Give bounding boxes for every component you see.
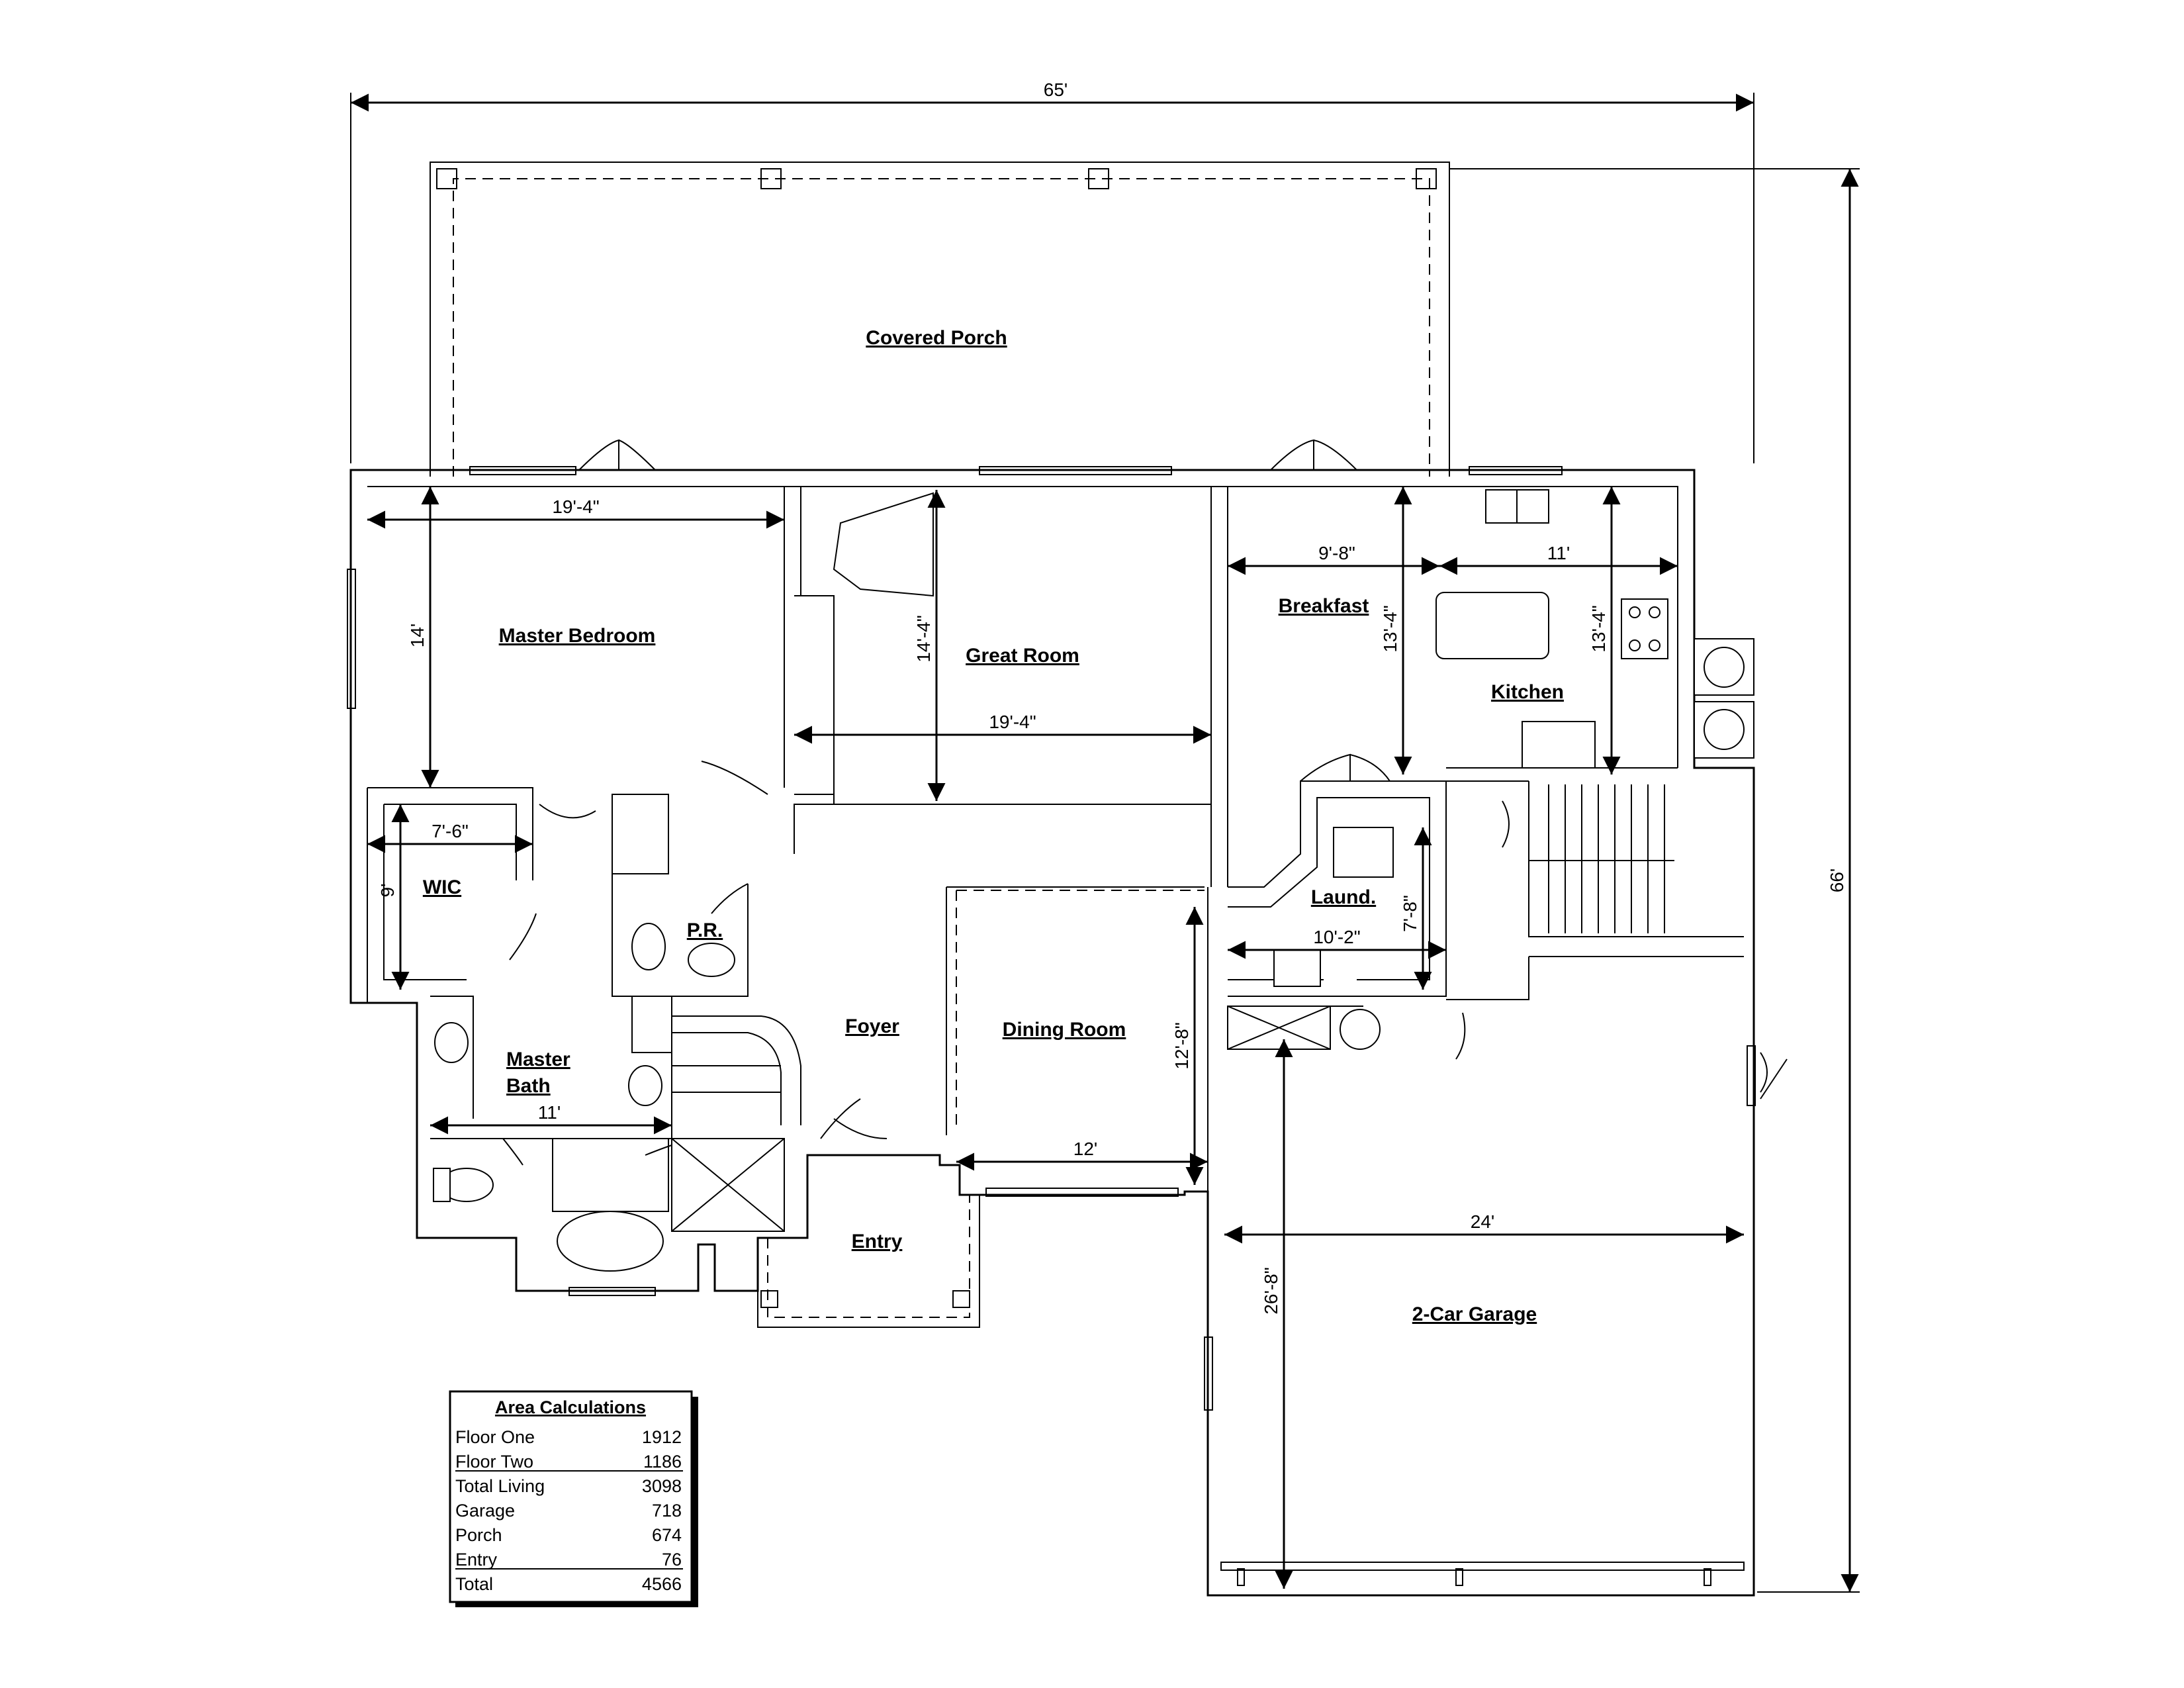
kitchen-island-icon: [1435, 592, 1549, 659]
breakfast-width-dimension: 9'-8": [1318, 543, 1355, 563]
room-label-garage: 2-Car Garage: [1412, 1303, 1537, 1325]
great-room-depth-dimension: 14'-4": [913, 615, 934, 662]
room-label-dining-room: Dining Room: [1003, 1019, 1126, 1041]
garage-width-dimension: 24': [1471, 1211, 1495, 1232]
room-label-entry: Entry: [852, 1231, 903, 1252]
area-row-value: 1186: [643, 1452, 682, 1472]
refrigerator-icon: [1522, 721, 1596, 769]
doors: [502, 439, 1788, 1166]
area-row-value: 1912: [642, 1427, 682, 1447]
bath-sink-icon: [434, 1022, 469, 1063]
room-label-laund: Laund.: [1311, 886, 1376, 908]
laundry-machine-icon: [1333, 827, 1394, 878]
master-bath-width-dimension: 11': [538, 1102, 561, 1123]
bathtub-icon: [557, 1211, 664, 1272]
room-label-kitchen: Kitchen: [1491, 681, 1564, 703]
laund-width-dimension: 10'-2": [1313, 927, 1360, 947]
covered-porch-outline: [430, 162, 1450, 477]
area-table-title: Area Calculations: [495, 1397, 646, 1417]
garage-depth-dimension: 26'-8": [1261, 1267, 1281, 1314]
room-label-covered-porch: Covered Porch: [866, 327, 1007, 349]
area-row-label: Garage: [455, 1501, 515, 1521]
windows: [347, 466, 1756, 1411]
area-row-value: 4566: [642, 1574, 682, 1594]
room-label-master-bedroom: Master Bedroom: [499, 625, 656, 647]
room-label-breakfast: Breakfast: [1279, 595, 1369, 617]
toilet-icon: [631, 923, 666, 970]
fixtures: [433, 489, 1754, 1272]
dining-width-dimension: 12': [1073, 1139, 1098, 1159]
area-row-label: Floor One: [455, 1427, 535, 1447]
area-row-value: 718: [652, 1501, 682, 1521]
area-row-value: 674: [652, 1525, 682, 1545]
room-label-master-bath-line2: Bath: [506, 1075, 551, 1097]
area-row-label: Floor Two: [455, 1452, 533, 1472]
area-row-label: Total: [455, 1574, 493, 1594]
master-bedroom-width-dimension: 19'-4": [552, 496, 599, 517]
master-bedroom-depth-dimension: 14': [407, 624, 428, 648]
room-label-great-room: Great Room: [966, 645, 1079, 667]
wic-depth-dimension: 9': [377, 884, 398, 898]
exterior-walls: [349, 469, 1755, 1597]
breakfast-depth-dimension: 13'-4": [1380, 605, 1400, 652]
kitchen-width-dimension: 11': [1547, 543, 1570, 563]
kitchen-depth-dimension: 13'-4": [1588, 605, 1609, 652]
room-label-foyer: Foyer: [845, 1015, 899, 1037]
dimension-lines: [350, 93, 1860, 1593]
wic-width-dimension: 7'-6": [432, 821, 469, 841]
garage-door: [1220, 1562, 1745, 1586]
great-room-width-dimension: 19'-4": [989, 712, 1036, 732]
bath-sink-icon: [628, 1065, 662, 1106]
area-row-value: 76: [662, 1550, 682, 1570]
pr-sink-icon: [688, 943, 735, 977]
stair-treads: [672, 784, 1674, 1093]
room-label-pr: P.R.: [687, 919, 723, 941]
area-row-label: Entry: [455, 1550, 498, 1570]
room-label-wic: WIC: [423, 876, 461, 898]
water-heater-icon: [1340, 1009, 1381, 1050]
overall-width-dimension: 65': [1044, 79, 1068, 100]
dining-depth-dimension: 12'-8": [1171, 1022, 1192, 1069]
area-row-value: 3098: [642, 1476, 682, 1496]
area-calculations-table: Area Calculations Floor One 1912 Floor T…: [449, 1390, 698, 1607]
laundry-sink-icon: [1273, 949, 1321, 987]
range-icon: [1621, 598, 1668, 659]
laund-depth-dimension: 7'-8": [1400, 895, 1420, 932]
room-label-master-bath-line1: Master: [506, 1049, 570, 1070]
overall-depth-dimension: 66': [1827, 868, 1847, 893]
area-row-label: Porch: [455, 1525, 502, 1545]
area-row-label: Total Living: [455, 1476, 545, 1496]
